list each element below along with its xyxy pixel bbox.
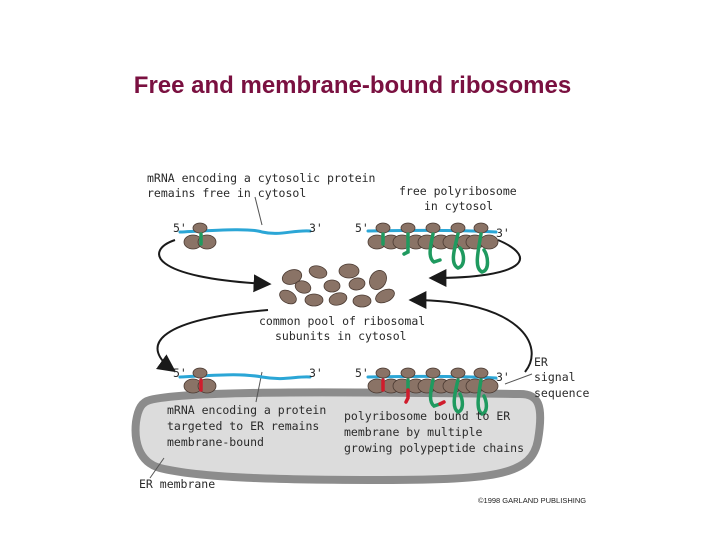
ribosome-bound-poly-5 [465, 367, 499, 416]
cycle-arrow-left-top [158, 239, 272, 293]
label-bound-poly-line2: membrane by multiple [344, 425, 483, 439]
cycle-arrow-right-top [428, 239, 521, 287]
label-er-signal-line3: sequence [534, 386, 589, 400]
ribosome-free-poly-5 [465, 222, 499, 274]
five-prime-label-free-single: 5' [173, 221, 187, 235]
five-prime-label-free-poly: 5' [355, 221, 369, 235]
slide-title: Free and membrane-bound ribosomes [133, 72, 572, 99]
three-prime-label-free-poly: 3' [496, 226, 510, 240]
five-prime-label-bound-single: 5' [173, 366, 187, 380]
label-er-signal-line1: ER [534, 355, 548, 369]
mrna-bound-left [178, 373, 312, 381]
label-bound-poly-line3: growing polypeptide chains [344, 441, 524, 455]
label-free-mrna-line1: mRNA encoding a cytosolic protein [147, 171, 375, 185]
pointer-er-membrane [149, 457, 165, 479]
pointer-free-mrna [254, 196, 263, 226]
pointer-er-signal [504, 373, 533, 385]
label-bound-poly-line1: polyribosome bound to ER [344, 409, 510, 423]
cycle-arrow-left-bottom [156, 309, 269, 373]
label-er-mrna-line3: membrane-bound [167, 435, 264, 449]
ribosome-subunit-pool [279, 263, 395, 308]
label-er-mrna-line1: mRNA encoding a protein [167, 403, 326, 417]
ribosome-bound-single [183, 367, 217, 394]
label-free-poly-line2: in cytosol [424, 199, 493, 213]
copyright-notice: ©1998 GARLAND PUBLISHING [478, 496, 586, 505]
three-prime-label-bound-poly: 3' [496, 370, 510, 384]
label-pool-line1: common pool of ribosomal [259, 314, 425, 328]
label-er-signal-line2: signal [534, 370, 576, 384]
label-er-membrane: ER membrane [139, 477, 215, 491]
ribosome-bound-poly-4 [442, 367, 476, 414]
label-free-poly-line1: free polyribosome [399, 184, 517, 198]
label-pool-line2: subunits in cytosol [275, 329, 407, 343]
three-prime-label-free-single: 3' [309, 221, 323, 235]
ribosome-free-single [183, 222, 217, 250]
cycle-arrow-right-bottom [408, 291, 533, 373]
er-membrane-shape [131, 388, 545, 485]
label-free-mrna-line2: remains free in cytosol [147, 186, 306, 200]
label-er-mrna-line2: targeted to ER remains [167, 419, 319, 433]
three-prime-label-bound-single: 3' [309, 366, 323, 380]
five-prime-label-bound-poly: 5' [355, 366, 369, 380]
mrna-free-left [178, 228, 312, 235]
